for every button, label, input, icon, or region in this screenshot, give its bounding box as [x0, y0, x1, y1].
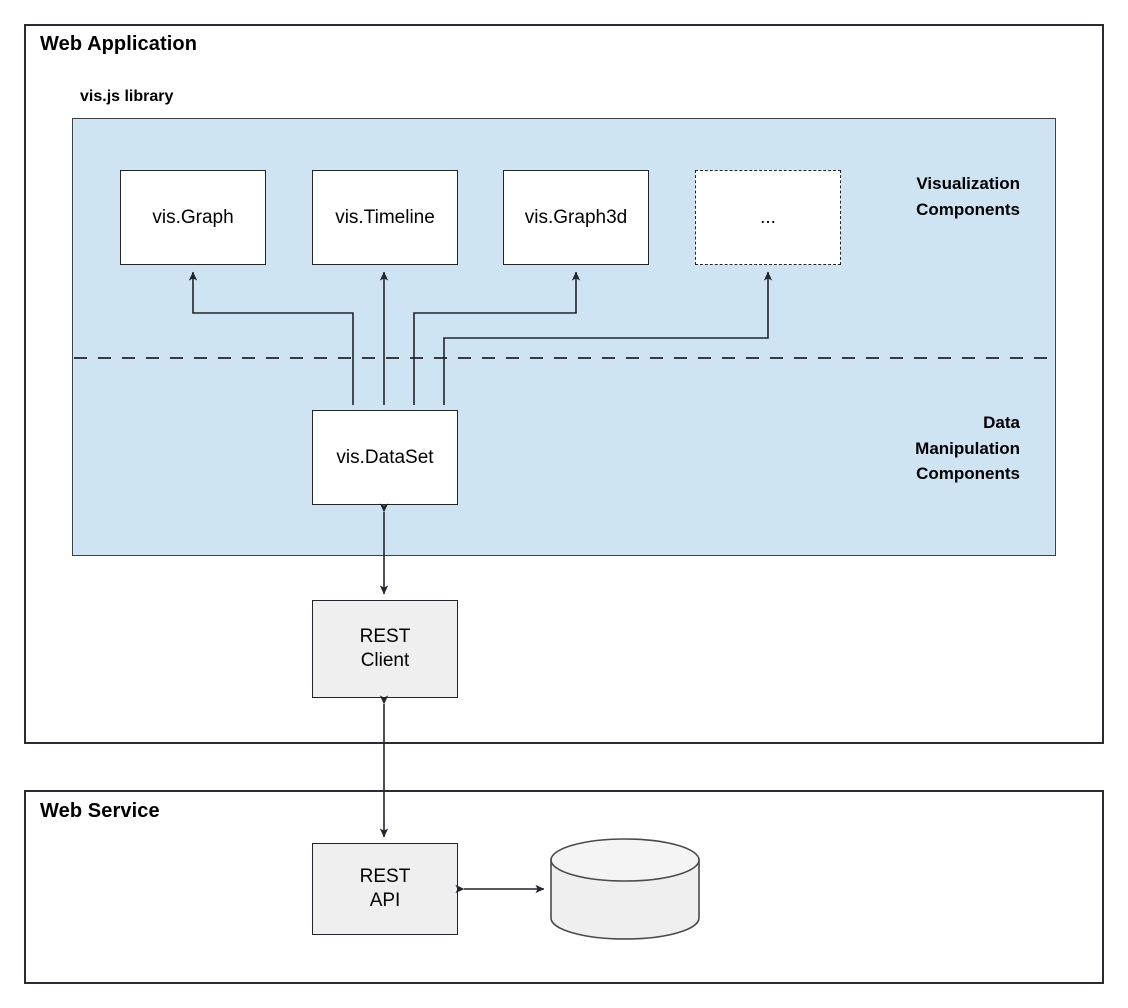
- web-service-container: [24, 790, 1104, 984]
- node-vis-graph[interactable]: vis.Graph: [120, 170, 266, 265]
- node-rest-client[interactable]: REST Client: [312, 600, 458, 698]
- node-vis-graph3d[interactable]: vis.Graph3d: [503, 170, 649, 265]
- visjs-library-title: vis.js library: [80, 88, 174, 105]
- web-application-container: [24, 24, 1104, 744]
- node-data-store-label-wrap: Data: [550, 852, 700, 932]
- data-manipulation-components-label: Data Manipulation Components: [915, 413, 1020, 483]
- node-vis-more[interactable]: ...: [695, 170, 841, 265]
- node-vis-dataset[interactable]: vis.DataSet: [312, 410, 458, 505]
- web-application-title: Web Application: [40, 33, 198, 55]
- node-rest-api[interactable]: REST API: [312, 843, 458, 935]
- node-data-store-label: Data: [604, 881, 646, 902]
- visualization-components-label: Visualization Components: [916, 174, 1020, 219]
- node-vis-timeline[interactable]: vis.Timeline: [312, 170, 458, 265]
- web-service-title: Web Service: [40, 800, 160, 822]
